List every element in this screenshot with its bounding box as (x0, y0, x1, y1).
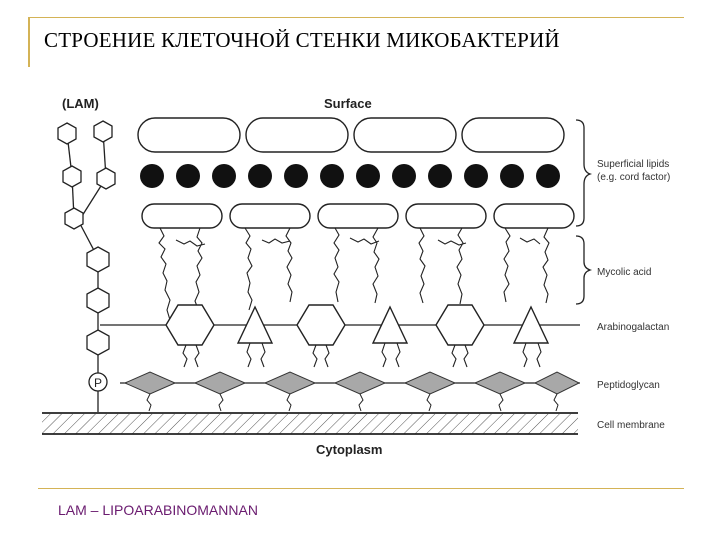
lam-sugar-hexagon (65, 208, 83, 229)
superficial-lipids-bracket (576, 120, 590, 226)
arabinogalactan-connectors (183, 343, 541, 367)
superficial-lipid-outer-row (138, 118, 564, 152)
superficial-lipids-example-label: (e.g. cord factor) (597, 172, 670, 183)
mycolic-acid-chains (159, 228, 549, 320)
superficial-lipid-inner-row (142, 204, 574, 228)
arabinogalactan-hexagon (436, 305, 484, 345)
cell-membrane (42, 413, 578, 434)
lam-sugar-hexagon (97, 168, 115, 189)
lam-molecule (58, 121, 115, 412)
cell-membrane-label: Cell membrane (597, 420, 665, 431)
cytoplasm-label: Cytoplasm (316, 442, 382, 457)
lam-sugar-hexagon (87, 288, 109, 313)
footer-caption: LAM – LIPOARABINOMANNAN (58, 502, 258, 518)
arabinogalactan-label: Arabinogalactan (597, 322, 669, 333)
surface-label: Surface (324, 96, 372, 111)
mycolic-acid-label: Mycolic acid (597, 267, 651, 278)
peptidoglycan-connectors (147, 394, 558, 411)
lam-sugar-hexagon (87, 330, 109, 355)
phosphate-label: P (94, 376, 102, 390)
arabinogalactan-hexagon (297, 305, 345, 345)
lam-sugar-hexagon (87, 247, 109, 272)
superficial-lipid-dots (140, 164, 560, 188)
arabinogalactan-hexagon (166, 305, 214, 345)
superficial-lipids-label: Superficial lipids (597, 159, 669, 170)
lam-sugar-hexagon (94, 121, 112, 142)
peptidoglycan-label: Peptidoglycan (597, 380, 660, 391)
lam-sugar-hexagon (63, 166, 81, 187)
mycolic-acid-bracket (576, 236, 590, 304)
lam-label: (LAM) (62, 96, 99, 111)
lam-sugar-hexagon (58, 123, 76, 144)
